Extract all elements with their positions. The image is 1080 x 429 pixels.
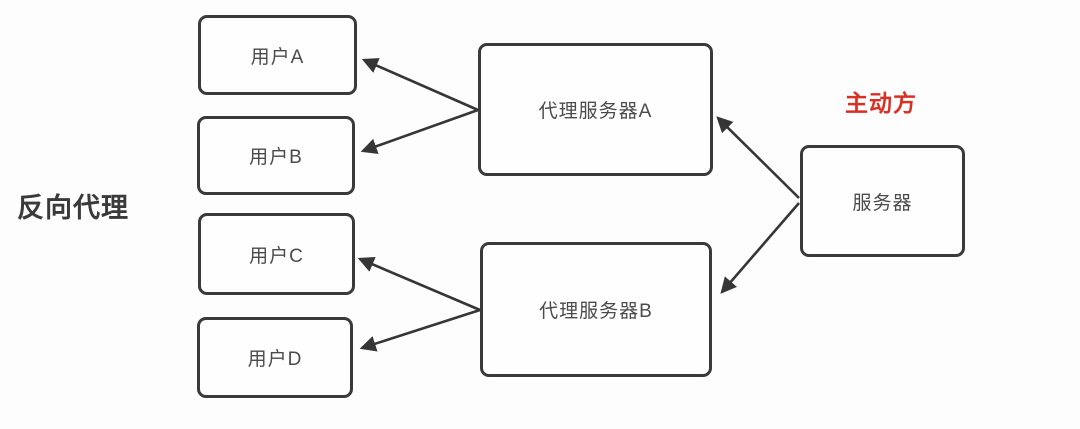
- node-user-c-label: 用户C: [249, 245, 304, 267]
- arrow-server-to-proxy-a: [716, 116, 800, 199]
- node-proxy-server-a-label: 代理服务器A: [538, 101, 653, 122]
- active-party-label: 主动方: [845, 90, 917, 116]
- reverse-proxy-title: 反向代理: [17, 193, 129, 223]
- node-server-label: 服务器: [852, 192, 913, 214]
- arrow-proxy-a-to-user-b: [360, 108, 479, 154]
- node-user-d-label: 用户D: [247, 349, 303, 370]
- node-user-d: 用户D: [197, 317, 353, 398]
- node-user-a-label: 用户A: [250, 46, 305, 68]
- node-user-a: 用户A: [198, 15, 357, 95]
- node-proxy-server-a: 代理服务器A: [478, 43, 713, 176]
- node-user-b: 用户B: [197, 116, 355, 195]
- arrow-proxy-b-to-user-c: [357, 256, 481, 312]
- node-proxy-server-b-label: 代理服务器B: [539, 301, 653, 322]
- arrow-server-to-proxy-b: [720, 202, 800, 294]
- arrow-proxy-b-to-user-d: [359, 308, 481, 352]
- node-server: 服务器: [800, 145, 965, 257]
- node-user-b-label: 用户B: [249, 147, 303, 168]
- arrow-proxy-a-to-user-a: [361, 58, 479, 112]
- node-user-c: 用户C: [198, 213, 355, 295]
- node-proxy-server-b: 代理服务器B: [480, 242, 712, 377]
